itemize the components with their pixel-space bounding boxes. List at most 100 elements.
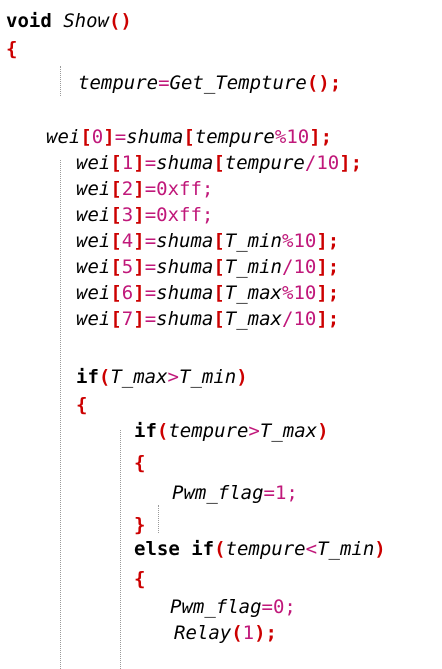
semicolon: ; xyxy=(284,596,296,618)
code-line: Pwm_flag=1; xyxy=(172,480,298,506)
identifier: wei xyxy=(76,178,111,200)
bracket: ] xyxy=(133,230,145,252)
bracket: [ xyxy=(213,282,225,304)
paren: ) xyxy=(236,366,248,388)
bracket: ] xyxy=(133,308,145,330)
hex-literal: 0xff xyxy=(156,178,202,200)
code-line: } xyxy=(134,512,145,538)
identifier: wei xyxy=(76,308,111,330)
code-line: Pwm_flag=0; xyxy=(170,594,296,620)
bracket: [ xyxy=(183,126,195,148)
operator: > xyxy=(167,366,179,388)
number: 1 xyxy=(121,152,134,174)
identifier: tempure xyxy=(78,72,159,94)
code-line: wei[5]=shuma[T_min/10]; xyxy=(76,254,339,280)
indent-guide xyxy=(158,505,159,533)
indent-guide xyxy=(60,66,61,96)
operator: = xyxy=(261,596,273,618)
indent-guide xyxy=(60,160,61,669)
bracket: ] xyxy=(133,152,145,174)
identifier: wei xyxy=(46,126,81,148)
operator: % xyxy=(274,126,287,148)
identifier: wei xyxy=(76,230,111,252)
identifier: shuma xyxy=(156,152,214,174)
identifier: shuma xyxy=(156,308,214,330)
bracket: ]; xyxy=(316,282,340,304)
identifier: tempure xyxy=(225,538,306,560)
bracket: [ xyxy=(110,282,122,304)
identifier: T_max xyxy=(224,308,282,330)
identifier: T_max xyxy=(110,366,168,388)
operator: = xyxy=(144,152,157,174)
function-name: Relay xyxy=(174,622,232,644)
paren: ( xyxy=(156,420,169,442)
code-line: wei[4]=shuma[T_min%10]; xyxy=(76,228,339,254)
code-line: Relay(1); xyxy=(174,620,277,646)
bracket: [ xyxy=(110,230,122,252)
semicolon: ; xyxy=(201,204,214,226)
bracket: ]; xyxy=(316,308,340,330)
bracket: ] xyxy=(133,204,145,226)
identifier: wei xyxy=(76,256,111,278)
code-line: tempure=Get_Tempture(); xyxy=(78,70,341,96)
number: 6 xyxy=(121,282,134,304)
identifier: tempure xyxy=(224,152,305,174)
operator: = xyxy=(144,308,157,330)
open-brace: { xyxy=(134,568,146,590)
identifier: T_min xyxy=(179,366,237,388)
code-line: { xyxy=(6,36,17,62)
semicolon: ; xyxy=(286,482,298,504)
function-name: Get_Tempture xyxy=(169,72,307,94)
paren: ); xyxy=(254,622,277,644)
keyword-if: if xyxy=(134,420,157,442)
paren: ( xyxy=(214,538,226,560)
identifier: shuma xyxy=(156,230,214,252)
open-brace: { xyxy=(134,452,146,474)
bracket: [ xyxy=(213,230,225,252)
bracket: ]; xyxy=(316,256,340,278)
operator: / xyxy=(282,308,294,330)
identifier: wei xyxy=(76,152,111,174)
number: 0 xyxy=(272,596,285,618)
operator: = xyxy=(263,482,275,504)
keyword-if: if xyxy=(76,366,99,388)
operator: = xyxy=(144,204,157,226)
bracket: ] xyxy=(133,256,145,278)
identifier: wei xyxy=(76,282,111,304)
bracket: [ xyxy=(213,152,225,174)
paren: () xyxy=(108,10,132,32)
operator: = xyxy=(144,178,157,200)
operator: = xyxy=(144,256,157,278)
code-line: { xyxy=(134,566,145,592)
bracket: ]; xyxy=(339,152,363,174)
operator: = xyxy=(114,126,127,148)
code-line: { xyxy=(76,392,87,418)
number: 10 xyxy=(293,230,317,252)
operator: % xyxy=(282,282,294,304)
paren: ( xyxy=(98,366,111,388)
number: 0 xyxy=(91,126,104,148)
semicolon: ; xyxy=(201,178,214,200)
code-line: wei[2]=0xff; xyxy=(76,176,213,202)
open-brace: { xyxy=(6,38,18,60)
number: 4 xyxy=(121,230,134,252)
number: 10 xyxy=(293,308,317,330)
operator: > xyxy=(248,420,260,442)
identifier: T_max xyxy=(224,282,282,304)
bracket: ]; xyxy=(316,230,340,252)
identifier: tempure xyxy=(194,126,275,148)
identifier: T_min xyxy=(224,230,282,252)
open-brace: { xyxy=(76,394,88,416)
code-line: else if(tempure<T_min) xyxy=(134,536,386,562)
identifier: T_min xyxy=(317,538,375,560)
operator: = xyxy=(158,72,170,94)
code-line: if(tempure>T_max) xyxy=(134,418,329,444)
bracket: [ xyxy=(110,152,122,174)
bracket: ]; xyxy=(309,126,333,148)
code-line: wei[1]=shuma[tempure/10]; xyxy=(76,150,362,176)
operator: % xyxy=(282,230,294,252)
code-line: wei[0]=shuma[tempure%10]; xyxy=(46,124,332,150)
operator: < xyxy=(305,538,318,560)
code-line: { xyxy=(134,450,145,476)
